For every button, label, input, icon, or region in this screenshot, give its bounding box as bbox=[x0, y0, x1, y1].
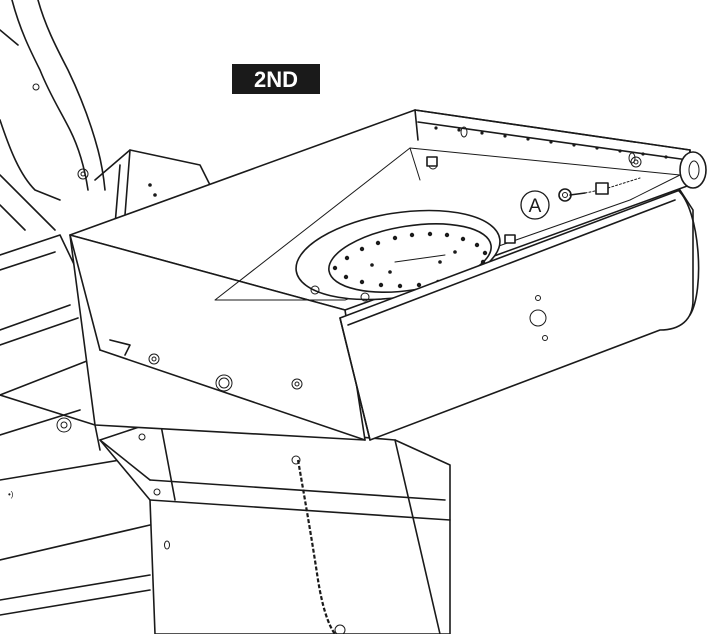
bolt-icon bbox=[77, 168, 89, 180]
callout-a: A bbox=[520, 190, 550, 220]
lower-cabinet bbox=[99, 419, 451, 634]
bolt-icon bbox=[56, 417, 72, 433]
step-badge: 2ND bbox=[232, 64, 320, 94]
bolt-icon bbox=[148, 353, 160, 365]
svg-text:•): •) bbox=[8, 490, 14, 499]
plate-holes bbox=[332, 231, 488, 289]
rim-holes bbox=[434, 126, 668, 159]
step-badge-label: 2ND bbox=[254, 67, 298, 92]
grommet-icon bbox=[679, 151, 707, 189]
front-right-panel bbox=[339, 189, 700, 441]
rear-bracket bbox=[94, 149, 211, 226]
callout-letter: A bbox=[529, 196, 542, 217]
screw-icon bbox=[558, 156, 642, 202]
clip-tabs bbox=[426, 156, 516, 244]
side-handle bbox=[0, 0, 106, 231]
